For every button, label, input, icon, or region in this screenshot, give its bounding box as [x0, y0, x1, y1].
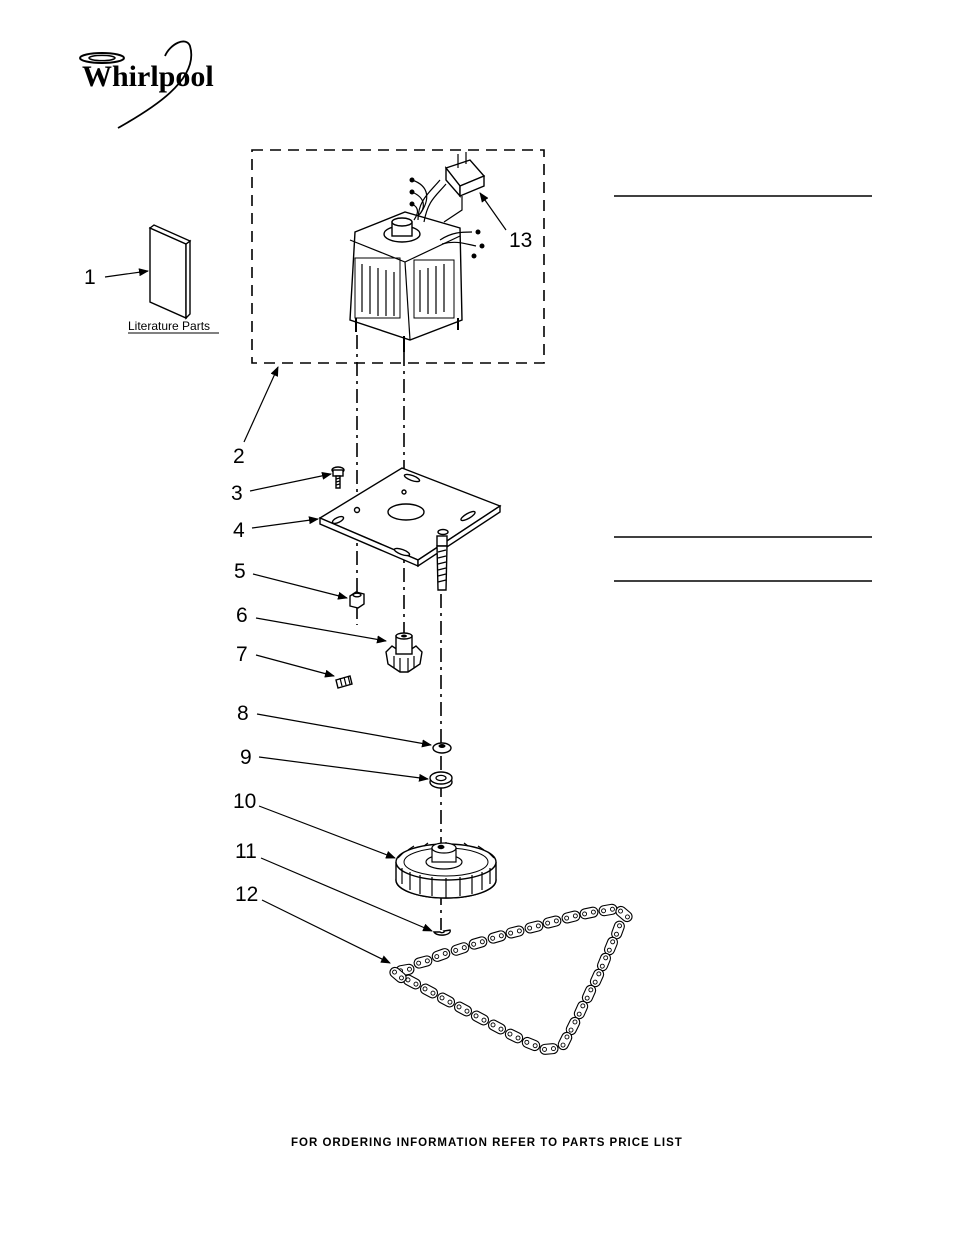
mounting-plate: [318, 467, 502, 591]
leader-lines: [104, 192, 507, 964]
callout-5: 5: [234, 560, 246, 583]
callout-8: 8: [237, 702, 249, 725]
callout-3: 3: [231, 482, 243, 505]
bolt: [331, 466, 345, 489]
drive-chain: [387, 902, 635, 1056]
literature-part: [148, 224, 192, 320]
motor: [349, 177, 485, 352]
hex-nut: [349, 591, 365, 609]
callout-13: 13: [509, 229, 532, 252]
motor-switch: [443, 152, 486, 223]
callout-1: 1: [84, 266, 96, 289]
set-screw: [335, 675, 353, 689]
callout-7: 7: [236, 643, 248, 666]
callout-4: 4: [233, 519, 245, 542]
callout-12: 12: [235, 883, 258, 906]
callout-2: 2: [233, 445, 245, 468]
callout-9: 9: [240, 746, 252, 769]
callout-10: 10: [233, 790, 256, 813]
footer-note: FOR ORDERING INFORMATION REFER TO PARTS …: [291, 1137, 683, 1149]
callout-6: 6: [236, 604, 248, 627]
callout-11: 11: [235, 840, 257, 863]
washer-small: [432, 742, 452, 754]
literature-caption: Literature Parts: [128, 319, 210, 333]
e-clip: [432, 929, 451, 936]
pinion-gear: [385, 632, 423, 673]
brand-logo: Whirlpool: [79, 40, 214, 129]
bearing: [429, 771, 453, 789]
brand-wordmark: Whirlpool: [82, 60, 214, 93]
sprocket-gear: [395, 842, 497, 899]
motor-assembly-box: [251, 149, 545, 364]
